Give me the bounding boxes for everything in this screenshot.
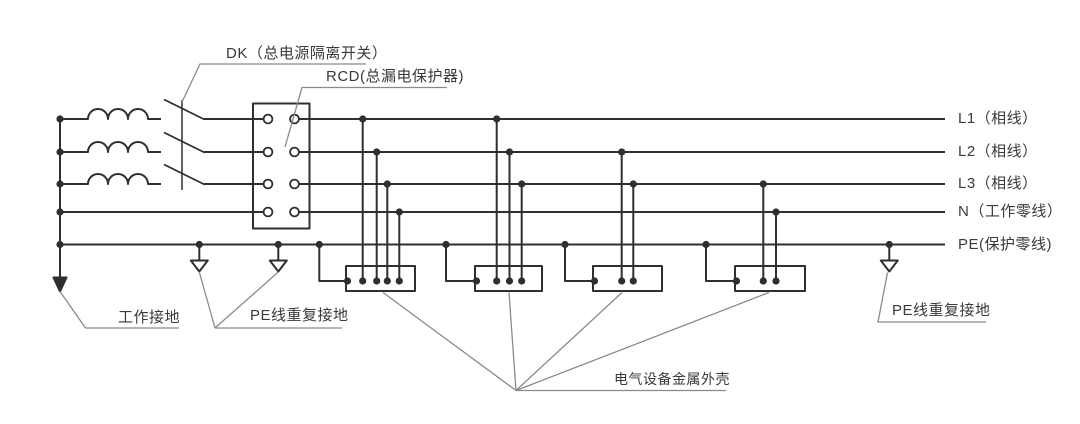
dk-label: DK（总电源隔离开关） (226, 45, 388, 62)
working-ground-symbol (52, 276, 68, 293)
pe-repeat-ground-symbol-2 (268, 244, 288, 273)
pe-hook-wires (318, 244, 736, 282)
pe-repeat-right-label: PE线重复接地 (892, 302, 991, 319)
transformer-coil-l1 (60, 108, 161, 120)
pe-repeat-ground-symbol-right (879, 244, 899, 273)
equipment-box-4 (734, 265, 806, 292)
equipment-drop-wires (361, 119, 777, 281)
junction-dots (56, 115, 893, 285)
enclosure-label: 电气设备金属外壳 (614, 371, 730, 387)
pe-repeat-ground-symbol-1 (189, 244, 209, 273)
transformer-coil-l2 (60, 141, 161, 153)
pe-repeat-left-label: PE线重复接地 (250, 307, 349, 324)
rcd-box (252, 102, 311, 230)
line-label-l3: L3（相线） (958, 175, 1038, 192)
line-label-n: N（工作零线） (958, 203, 1063, 220)
equipment-box-3 (592, 265, 663, 292)
equipment-box-1 (345, 265, 416, 292)
line-label-l2: L2（相线） (958, 143, 1038, 160)
leader-lines (59, 63, 986, 392)
dk-isolator-switch (163, 98, 205, 190)
line-label-pe: PE(保护零线) (958, 236, 1053, 253)
line-label-l1: L1（相线） (958, 110, 1038, 127)
rcd-label: RCD(总漏电保护器) (326, 68, 464, 85)
working-ground-label: 工作接地 (118, 309, 181, 326)
transformer-coil-l3 (60, 173, 161, 185)
